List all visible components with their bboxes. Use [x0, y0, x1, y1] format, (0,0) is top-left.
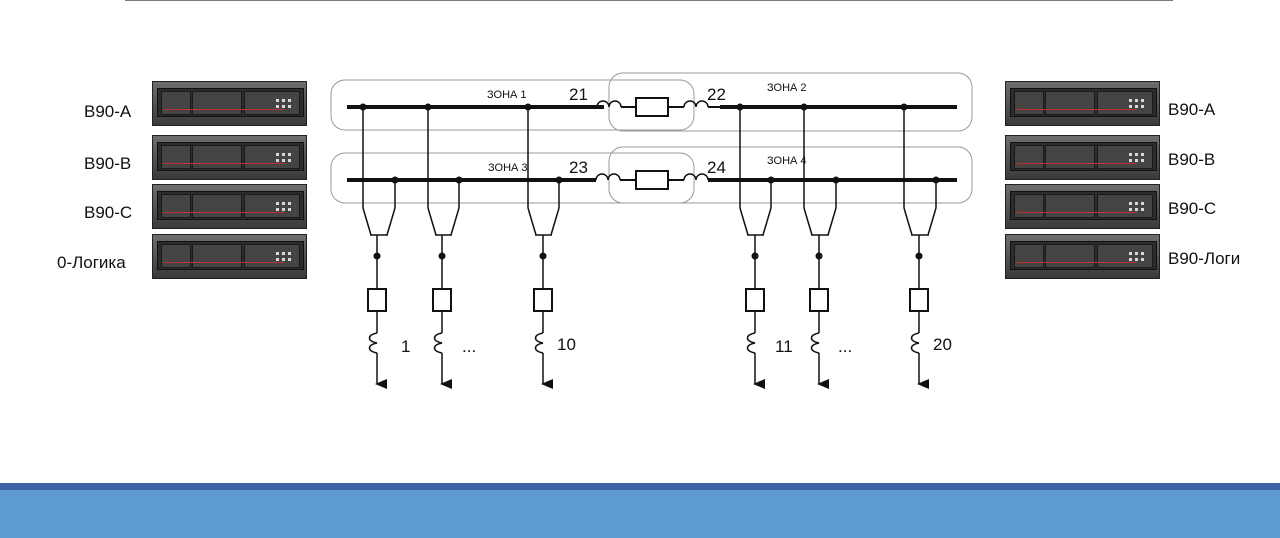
relay-label-left-4: 0-Логика — [57, 253, 126, 272]
zone-2-label: ЗОНА 2 — [767, 82, 807, 94]
relay-faceplate — [157, 142, 304, 171]
feeder-bay-2 — [427, 107, 460, 389]
zone-3-outline — [330, 152, 695, 204]
feeder-bay-20 — [903, 107, 937, 389]
ct-label-23: 23 — [569, 158, 588, 177]
footer-band — [0, 483, 1280, 538]
feeder-label-20: 20 — [933, 335, 952, 354]
zone-1-outline — [330, 79, 695, 131]
feeder-bay-12 — [803, 107, 837, 389]
relay-faceplate — [157, 241, 304, 270]
relay-faceplate — [157, 191, 304, 220]
relay-label-right-1: B90-A — [1168, 100, 1216, 119]
relay-label-left-3: B90-C — [84, 203, 133, 222]
relay-label-left-2: B90-B — [84, 154, 132, 173]
busbar-diagram: ЗОНА 1 ЗОНА 2 ЗОНА 3 ЗОНА 4 21 22 23 24 — [330, 72, 973, 389]
feeder-bay-10 — [527, 107, 560, 389]
bus-coupler-bottom — [595, 170, 709, 190]
relay-faceplate — [157, 88, 304, 117]
relay-label-left-1: B90-A — [84, 102, 132, 121]
relay-faceplate — [1010, 142, 1157, 171]
relay-unit-right-2 — [1005, 135, 1160, 180]
relay-faceplate — [1010, 191, 1157, 220]
zone-3-label: ЗОНА 3 — [488, 162, 528, 174]
relay-unit-left-1 — [152, 81, 307, 126]
relay-faceplate — [1010, 241, 1157, 270]
footer-background — [0, 490, 1280, 538]
relay-label-right-4: B90-Логи — [1168, 249, 1241, 268]
feeder-bay-1 — [362, 107, 396, 389]
feeder-bay-11 — [739, 107, 772, 389]
relay-faceplate — [1010, 88, 1157, 117]
ct-label-21: 21 — [569, 85, 588, 104]
relay-unit-right-1 — [1005, 81, 1160, 126]
relay-unit-left-4 — [152, 234, 307, 279]
feeder-label-12: ... — [838, 337, 852, 356]
junction-dots — [359, 103, 940, 260]
footer-accent-line — [0, 483, 1280, 490]
relay-unit-right-4 — [1005, 234, 1160, 279]
ct-label-24: 24 — [707, 158, 726, 177]
zone-2-outline — [608, 72, 973, 132]
feeder-label-1: 1 — [401, 337, 410, 356]
feeder-label-11: 11 — [775, 337, 793, 356]
ct-label-22: 22 — [707, 85, 726, 104]
bus-coupler-top — [596, 97, 720, 117]
relay-unit-left-3 — [152, 184, 307, 229]
feeder-label-2: ... — [462, 337, 476, 356]
top-divider — [125, 0, 1173, 1]
zone-4-outline — [608, 146, 973, 204]
relay-label-right-3: B90-C — [1168, 199, 1217, 218]
relay-unit-right-3 — [1005, 184, 1160, 229]
zone-4-label: ЗОНА 4 — [767, 155, 807, 167]
relay-label-right-2: B90-B — [1168, 150, 1216, 169]
relay-unit-left-2 — [152, 135, 307, 180]
feeder-label-10: 10 — [557, 335, 576, 354]
zone-1-label: ЗОНА 1 — [487, 89, 527, 101]
